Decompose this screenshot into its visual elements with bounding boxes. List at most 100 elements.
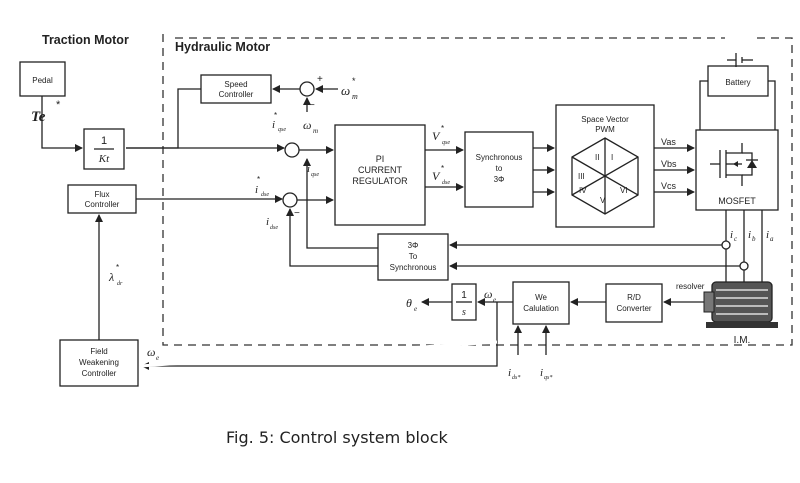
vcs-label: Vcs bbox=[661, 181, 677, 191]
3phase-to-sync-block bbox=[377, 233, 449, 281]
lambda-dr-star: * bbox=[116, 263, 119, 272]
ids-ref-label: i bbox=[255, 184, 258, 196]
mosfet-inverter-block bbox=[695, 129, 779, 211]
ic-label: i bbox=[730, 229, 733, 241]
ib-label: i bbox=[748, 229, 751, 241]
omega-e-label: ω bbox=[484, 287, 492, 301]
rd-converter-label-1: R/D bbox=[627, 293, 641, 302]
vqs-ref-label: V bbox=[432, 129, 441, 143]
idse-feedback: i bbox=[266, 216, 269, 228]
q-current-summing-junction bbox=[284, 142, 300, 158]
svpwm-hexagon bbox=[571, 137, 639, 215]
ids-star-input: i bbox=[508, 367, 511, 379]
omega-m-feedback: ω bbox=[303, 118, 311, 132]
iqs-ref-star: * bbox=[274, 111, 277, 120]
control-system-diagram: Traction Motor Hydraulic Motor Pedal Te … bbox=[19, 33, 793, 387]
speed-summing-junction bbox=[299, 81, 315, 97]
figure-caption: Fig. 5: Control system block bbox=[226, 428, 448, 447]
sector-iv: IV bbox=[579, 186, 587, 195]
pi-label-3: REGULATOR bbox=[352, 176, 408, 186]
field-weakening-controller-block bbox=[59, 339, 139, 387]
vbs-label: Vbs bbox=[661, 159, 677, 169]
speed-controller-label-1: Speed bbox=[224, 80, 247, 89]
sync-to-3phase-label-1: Synchronous bbox=[476, 153, 523, 162]
ia-label: i bbox=[766, 229, 769, 241]
pi-label-2: CURRENT bbox=[358, 165, 403, 175]
rd-converter-block bbox=[605, 283, 663, 323]
pi-label-1: PI bbox=[376, 154, 385, 164]
flux-controller-block bbox=[67, 184, 137, 214]
kt-denominator: Kt bbox=[98, 153, 110, 165]
te-star: * bbox=[56, 99, 61, 111]
we-calc-label-1: We bbox=[535, 293, 547, 302]
pi-current-regulator-block bbox=[334, 124, 426, 226]
iqs-ref-label: i bbox=[272, 119, 275, 131]
3phase-to-sync-label-3: Synchronous bbox=[390, 263, 437, 272]
hydraulic-motor-title: Hydraulic Motor bbox=[175, 40, 270, 54]
omega-e-sub: e bbox=[493, 296, 496, 304]
ic-sub: c bbox=[734, 235, 738, 243]
we-calc-label-2: Calulation bbox=[523, 304, 559, 313]
idse-feedback-sub: dse bbox=[270, 225, 278, 231]
iqs-star-input: i bbox=[540, 367, 543, 379]
pedal-label: Pedal bbox=[32, 76, 53, 85]
mosfet-symbol bbox=[710, 143, 758, 186]
d-current-summing-junction bbox=[282, 192, 298, 208]
field-weakening-label-1: Field bbox=[90, 347, 107, 356]
speed-sum-plus: + bbox=[317, 74, 323, 85]
ids-ref-sub: dse bbox=[261, 192, 269, 198]
integrator-den: s bbox=[462, 307, 466, 318]
battery-label: Battery bbox=[725, 78, 750, 87]
omega-e-fw-sub: e bbox=[156, 354, 159, 362]
speed-sum-minus: − bbox=[309, 100, 315, 111]
te-label: Te bbox=[31, 109, 46, 125]
svpwm-label-2: PWM bbox=[595, 125, 615, 134]
rd-converter-label-2: Converter bbox=[616, 304, 651, 313]
mosfet-label: MOSFET bbox=[718, 196, 756, 206]
3phase-to-sync-label-1: 3Φ bbox=[408, 241, 419, 250]
sector-ii: II bbox=[595, 153, 599, 162]
sector-i: I bbox=[611, 153, 613, 162]
vas-label: Vas bbox=[661, 137, 676, 147]
lambda-dr-label: λ bbox=[108, 270, 114, 284]
svpwm-label-1: Space Vector bbox=[581, 115, 629, 124]
integrator-num: 1 bbox=[461, 290, 467, 301]
flux-controller-label-1: Flux bbox=[94, 190, 109, 199]
vds-ref-star: * bbox=[441, 164, 444, 173]
speed-controller-label-2: Controller bbox=[219, 90, 254, 99]
theta-e-sub: e bbox=[414, 305, 417, 313]
field-weakening-label-2: Weakening bbox=[79, 358, 119, 367]
ids-star-input-sub: ds* bbox=[512, 375, 520, 381]
iqse-feedback: i bbox=[307, 163, 310, 175]
vds-ref-sub: dse bbox=[442, 180, 450, 186]
iqse-feedback-sub: qse bbox=[311, 172, 319, 178]
we-calculation-block bbox=[512, 281, 570, 325]
vqs-ref-star: * bbox=[441, 124, 444, 133]
lambda-dr-sub: dr bbox=[117, 281, 123, 287]
d-sum-minus: − bbox=[294, 208, 300, 219]
induction-motor-label: I.M. bbox=[734, 335, 751, 346]
sync-to-3phase-label-3: 3Φ bbox=[494, 175, 505, 184]
ia-sub: a bbox=[770, 235, 774, 243]
sector-v: V bbox=[600, 196, 606, 205]
omega-e-fw-label: ω bbox=[147, 345, 155, 359]
omega-m-ref: ω bbox=[341, 83, 350, 98]
omega-m-feedback-sub: m bbox=[313, 127, 318, 135]
3phase-to-sync-label-2: To bbox=[409, 252, 418, 261]
flux-controller-label-2: Controller bbox=[85, 200, 120, 209]
vds-ref-label: V bbox=[432, 169, 441, 183]
iqs-ref-sub: qse bbox=[278, 127, 286, 133]
theta-e-label: θ bbox=[406, 296, 412, 310]
ids-ref-star: * bbox=[257, 175, 260, 184]
pedal-block bbox=[19, 61, 66, 97]
resolver-label: resolver bbox=[676, 282, 705, 291]
hydraulic-motor-boundary bbox=[162, 34, 793, 346]
omega-m-ref-star: * bbox=[352, 76, 356, 86]
field-weakening-label-3: Controller bbox=[82, 369, 117, 378]
kt-numerator: 1 bbox=[101, 135, 107, 147]
battery-symbol-icon bbox=[727, 53, 753, 67]
vqs-ref-sub: qse bbox=[442, 140, 450, 146]
sector-vi: VI bbox=[620, 186, 628, 195]
ib-sub: b bbox=[752, 235, 756, 243]
iqs-star-input-sub: qs* bbox=[544, 375, 552, 381]
